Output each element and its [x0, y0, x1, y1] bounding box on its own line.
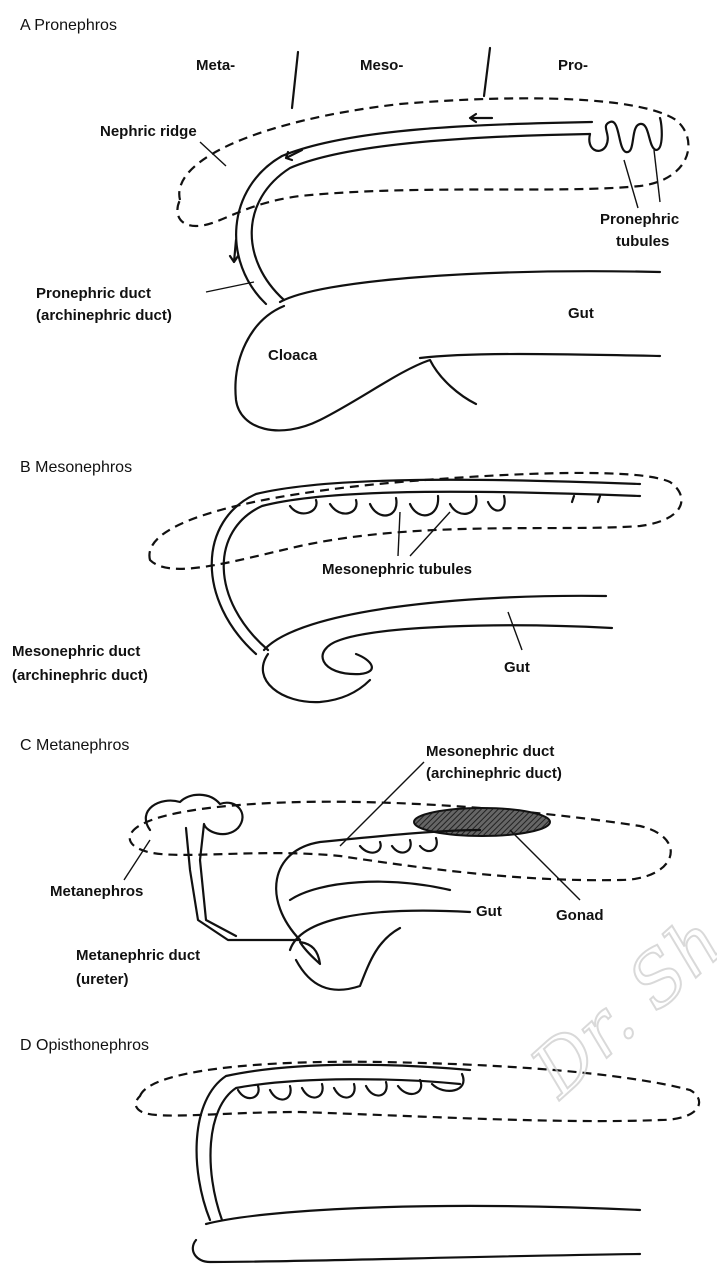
mesonephric-duct-c-label-2: (archinephric duct) — [426, 765, 562, 782]
mesonephric-tubules — [290, 496, 600, 515]
mesonephros-ridge-outline — [149, 473, 681, 569]
metanephros-pointer — [124, 840, 150, 880]
pronephric-duct-label-1: Pronephric duct — [36, 285, 151, 302]
ureter-tip — [300, 942, 320, 964]
nephric-ridge-label: Nephric ridge — [100, 123, 197, 140]
panel-c-metanephros: C Metanephros Mesonephric duct (archinep… — [20, 737, 671, 990]
gut-label-b: Gut — [504, 659, 530, 676]
cloaca-outline — [235, 306, 476, 430]
gut-upper-wall — [280, 271, 660, 302]
panel-b-title: B Mesonephros — [20, 459, 132, 476]
cloaca-b — [263, 654, 370, 702]
metanephros-kidney — [146, 795, 243, 936]
region-meso-label: Meso- — [360, 57, 403, 74]
mesonephric-tubules-c — [360, 838, 437, 853]
tubules-pointer-b1 — [398, 512, 400, 556]
panel-a-pronephros: A Pronephros Meta- Meso- Pro- Pronephric… — [20, 17, 688, 430]
tubules-pointer-b2 — [410, 512, 450, 556]
pronephric-duct-pointer — [206, 282, 254, 292]
gut-lower-wall — [420, 354, 660, 358]
gonad-label: Gonad — [556, 907, 604, 924]
metanephric-duct-label-1: Metanephric duct — [76, 947, 200, 964]
cloaca-c — [296, 928, 400, 990]
tubules-pointer-1 — [624, 160, 638, 208]
gut-b-pointer — [508, 612, 522, 650]
metanephros-ridge-outline — [130, 802, 671, 880]
panel-b-mesonephros: B Mesonephros Mesonephric tubules Mesone… — [12, 459, 681, 702]
pronephric-tubules-label-1: Pronephric — [600, 211, 679, 228]
gut-b-loop — [323, 625, 612, 674]
growth-arrow-1 — [470, 114, 492, 122]
mesonephric-duct-label-1: Mesonephric duct — [12, 643, 140, 660]
region-pro-label: Pro- — [558, 57, 588, 74]
watermark: Dr. Sh — [514, 899, 717, 1114]
mesonephric-duct-c — [276, 830, 480, 940]
metanephric-duct-label-2: (ureter) — [76, 971, 129, 988]
meso-pro-divider — [484, 48, 490, 96]
mesonephric-duct-c-label-1: Mesonephric duct — [426, 743, 554, 760]
pronephric-duct — [252, 134, 590, 300]
gonad-pointer — [510, 830, 580, 900]
gut-label-a: Gut — [568, 305, 594, 322]
tubules-pointer-2 — [654, 150, 660, 202]
pronephric-tubules — [589, 118, 661, 152]
mesonephric-tubules-label: Mesonephric tubules — [322, 561, 472, 578]
opisthonephric-tubules — [238, 1074, 464, 1100]
nephric-ridge-pointer — [200, 142, 226, 166]
gut-c — [290, 882, 470, 950]
region-meta-label: Meta- — [196, 57, 235, 74]
cloaca-label: Cloaca — [268, 347, 318, 364]
meta-meso-divider — [292, 52, 298, 108]
gut-d — [193, 1206, 640, 1262]
gut-label-c: Gut — [476, 903, 502, 920]
pronephric-duct-label-2: (archinephric duct) — [36, 307, 172, 324]
nephric-ridge-outline — [177, 98, 688, 226]
pronephric-tubules-label-2: tubules — [616, 233, 669, 250]
mesonephric-duct-label-2: (archinephric duct) — [12, 667, 148, 684]
metanephros-label: Metanephros — [50, 883, 143, 900]
opisthonephric-duct-inner — [210, 1079, 460, 1220]
panel-a-title: A Pronephros — [20, 17, 117, 34]
gut-b-upper — [264, 596, 606, 650]
panel-d-title: D Opisthonephros — [20, 1037, 149, 1054]
panel-c-title: C Metanephros — [20, 737, 129, 754]
